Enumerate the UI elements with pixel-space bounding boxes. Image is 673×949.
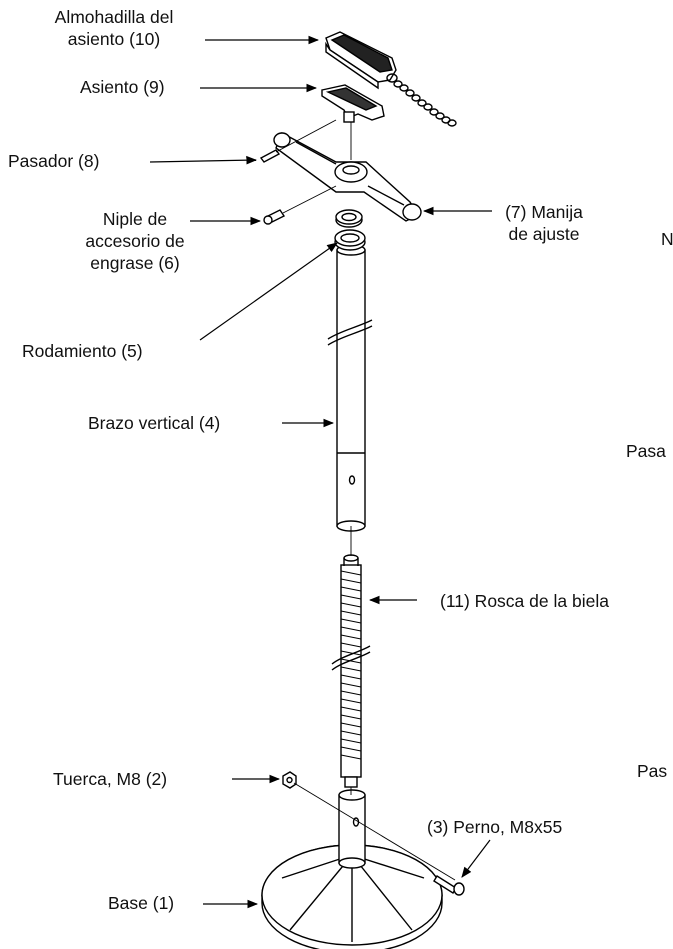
label-cut-n: N [661, 229, 673, 249]
grease-nipple-part [263, 185, 337, 225]
label-cut-pasa: Pasa [626, 441, 666, 461]
label-vertical-arm: Brazo vertical (4) [88, 413, 221, 433]
vertical-arm-part [327, 244, 373, 532]
chain-part [386, 73, 457, 127]
base-stub [338, 789, 366, 869]
threaded-rod-part [331, 554, 371, 788]
label-seat: Asiento (9) [80, 77, 165, 97]
label-adjust-handle: (7) Manija de ajuste [505, 202, 583, 244]
leader-pin [149, 155, 258, 165]
label-bearing: Rodamiento (5) [22, 341, 143, 361]
label-threaded-rod: (11) Rosca de la biela [440, 591, 609, 611]
nut-part [282, 771, 297, 789]
leader-bearing [199, 242, 338, 341]
label-cut-pas: Pas [637, 761, 668, 781]
label-grease-nipple: Niple de accesorio de engrase (6) [85, 209, 185, 273]
label-nut: Tuerca, M8 (2) [53, 769, 168, 789]
washer-part [335, 209, 363, 228]
adjust-handle-part [273, 132, 422, 222]
leader-bolt [461, 839, 491, 878]
label-base: Base (1) [108, 893, 175, 913]
seat-pad-part [325, 31, 397, 90]
label-seat-pad: Almohadilla del asiento (10) [54, 7, 174, 49]
label-pin: Pasador (8) [8, 151, 100, 171]
bearing-part [334, 229, 366, 251]
pin-part [259, 119, 337, 163]
label-bolt: (3) Perno, M8x55 [427, 817, 563, 837]
bolt-part [433, 875, 465, 896]
base-part [261, 844, 443, 949]
seat-part [321, 84, 385, 123]
